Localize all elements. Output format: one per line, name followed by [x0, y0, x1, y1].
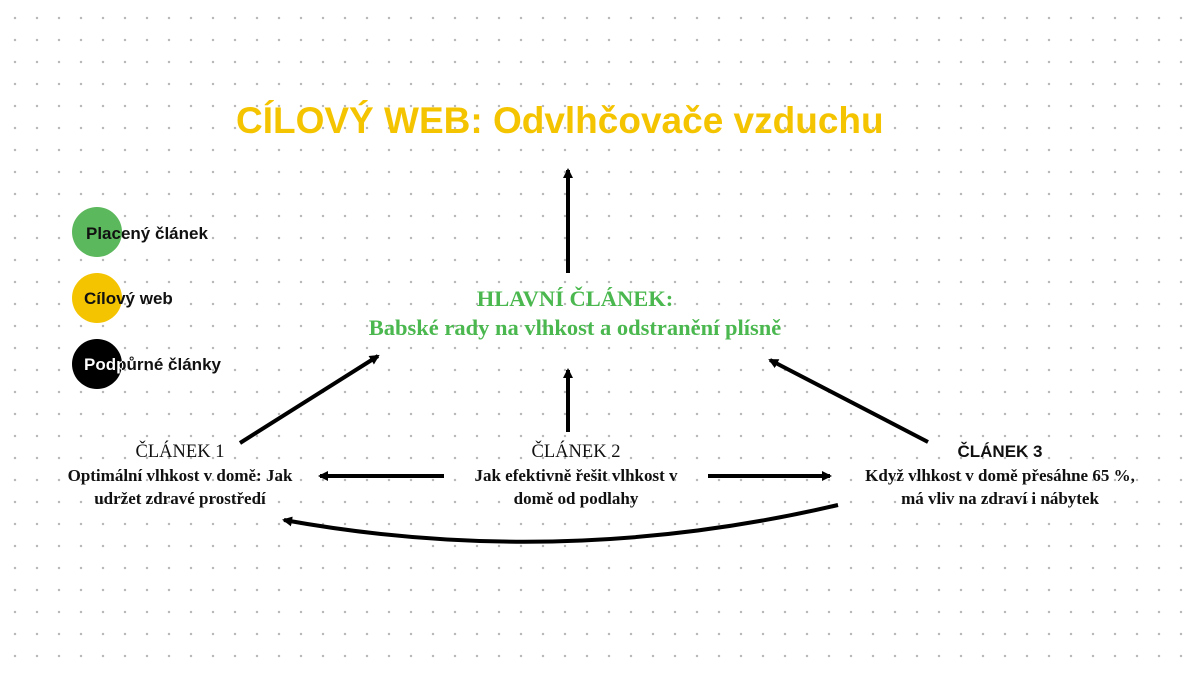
legend-label-support: Podpůrné články: [84, 355, 221, 374]
article-2-line1: Jak efektivně řešit vlhkost v: [474, 466, 678, 485]
legend-dot-paid: [72, 207, 122, 257]
article-3: ČLÁNEK 3 Když vlhkost v domě přesáhne 65…: [830, 440, 1170, 510]
arrow-a1-to-main: [238, 354, 380, 445]
article-1-heading: ČLÁNEK 1: [135, 442, 225, 462]
target-web-title: CÍLOVÝ WEB: Odvlhčovače vzduchu: [236, 100, 884, 141]
legend-label-paid: Placený článek: [86, 224, 208, 243]
arrow-a3-to-a1: [282, 503, 839, 544]
main-article: HLAVNÍ ČLÁNEK: Babské rady na vlhkost a …: [300, 284, 850, 342]
arrow-a3-to-main: [768, 358, 929, 444]
article-3-line2: má vliv na zdraví i nábytek: [901, 489, 1099, 508]
main-article-text: Babské rady na vlhkost a odstranění plís…: [368, 315, 782, 340]
article-2-heading: ČLÁNEK 2: [531, 442, 621, 462]
legend-label-target: Cílový web: [84, 289, 173, 308]
article-1-line2: udržet zdravé prostředí: [94, 489, 266, 508]
article-1: ČLÁNEK 1 Optimální vlhkost v domě: Jak u…: [30, 440, 330, 510]
main-article-heading: HLAVNÍ ČLÁNEK:: [476, 286, 674, 311]
legend-dot-target: [72, 273, 122, 323]
article-3-line1: Když vlhkost v domě přesáhne 65 %,: [865, 466, 1135, 485]
legend-dot-support: [72, 339, 122, 389]
article-2-line2: domě od podlahy: [513, 489, 639, 508]
article-1-line1: Optimální vlhkost v domě: Jak: [67, 466, 293, 485]
article-3-heading: ČLÁNEK 3: [957, 442, 1043, 461]
article-2: ČLÁNEK 2 Jak efektivně řešit vlhkost v d…: [426, 440, 726, 510]
